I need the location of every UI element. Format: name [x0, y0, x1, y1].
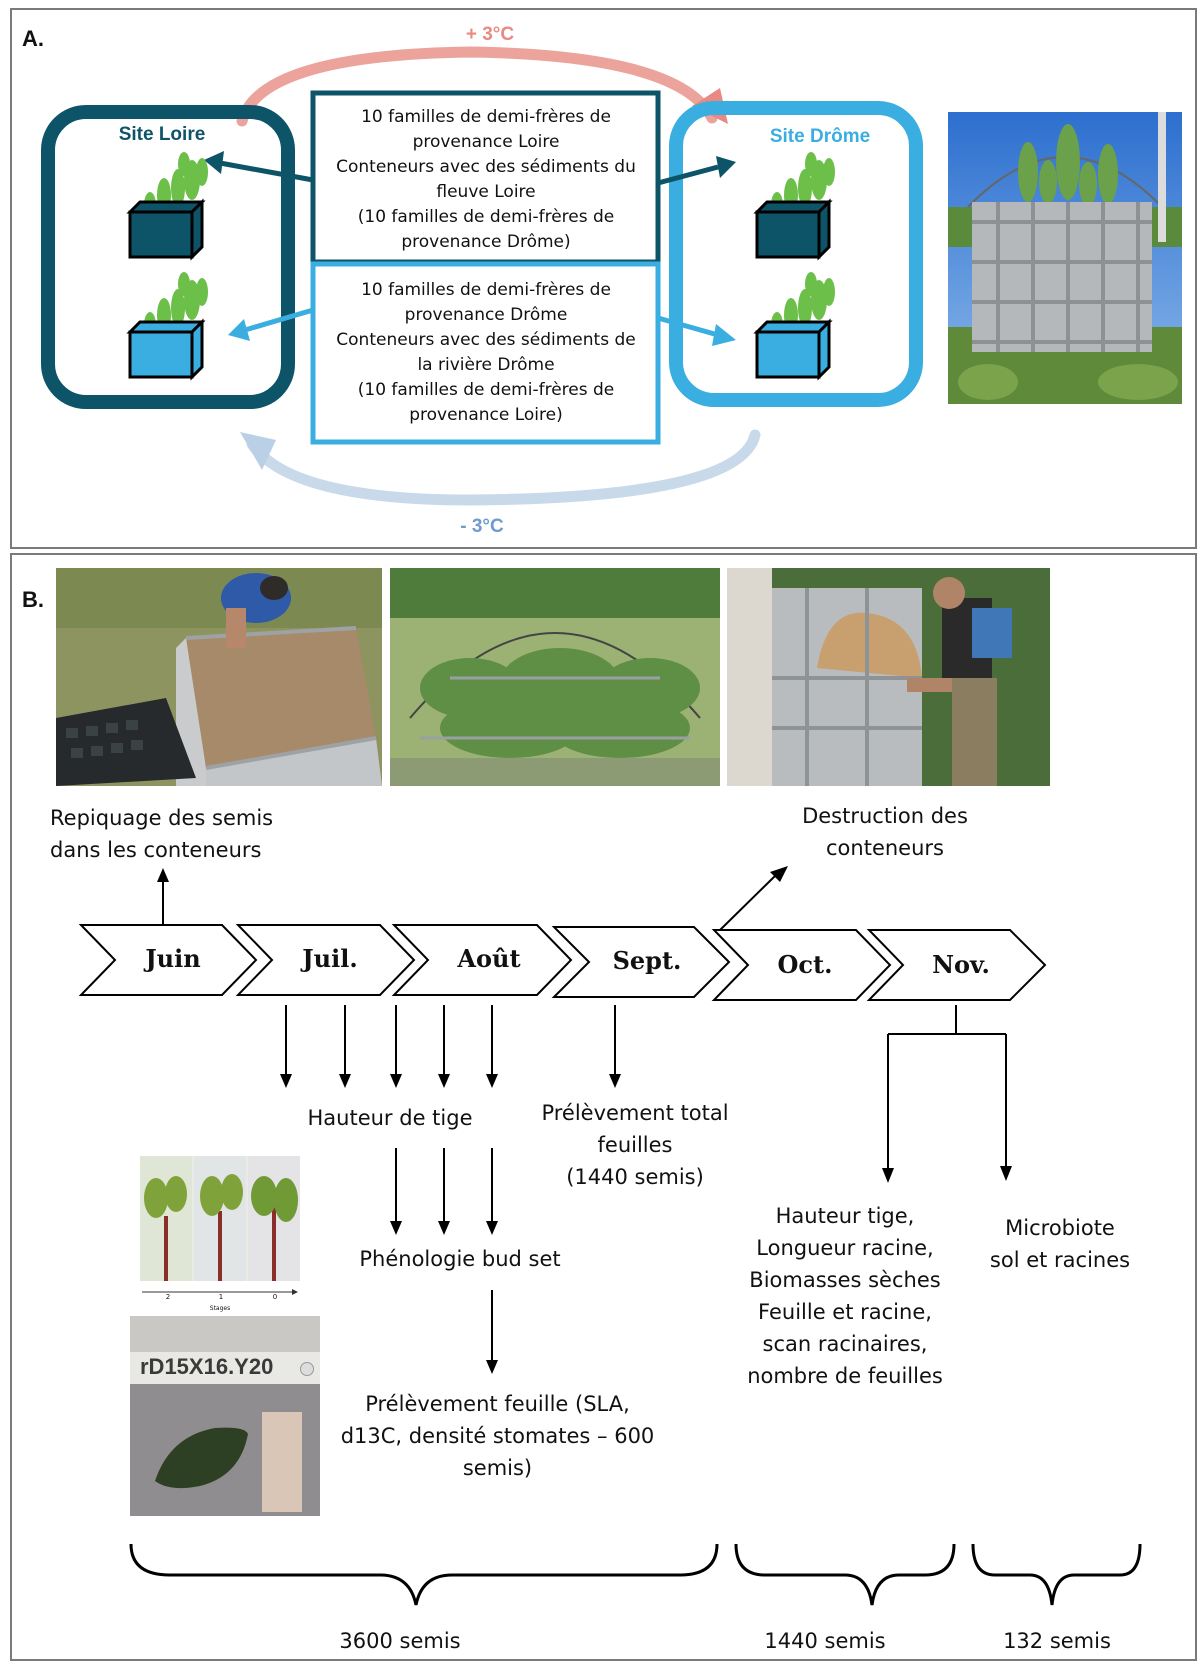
- microbiote-label: Microbiote sol et racines: [960, 1212, 1160, 1276]
- leaf-tag-label: rD15X16.Y20: [140, 1354, 274, 1379]
- text-line: Longueur racine,: [756, 1236, 934, 1260]
- leaf-sample-photo: rD15X16.Y20: [130, 1316, 320, 1516]
- drome-family-box: [310, 261, 661, 445]
- drome-arrow-right: [657, 315, 736, 346]
- panel-a-diagram: [41, 46, 923, 506]
- site-drome-frame: [669, 101, 923, 407]
- month-juin: Juin: [145, 944, 201, 973]
- stage-tick-2: 2: [165, 1293, 171, 1301]
- month-aout: Août: [457, 944, 521, 973]
- plant-icon: [144, 272, 208, 338]
- text-line: nombre de feuilles: [747, 1364, 943, 1388]
- container-loire-top: [126, 152, 208, 261]
- loire-arrow-left: [204, 151, 314, 183]
- warming-label: + 3°C: [465, 24, 515, 45]
- text-line: Repiquage des semis: [50, 806, 274, 830]
- text-line: Microbiote: [1005, 1216, 1115, 1240]
- text-line: sol et racines: [989, 1248, 1131, 1272]
- text-line: provenance Loire: [412, 132, 560, 152]
- seedlings-photo: [390, 568, 720, 786]
- text-line: provenance Loire): [409, 405, 563, 425]
- site-loire-label: Site Loire: [118, 124, 206, 145]
- month-juil: Juil.: [302, 944, 358, 973]
- text-line: Hauteur tige,: [775, 1204, 915, 1228]
- cooling-arc: [246, 429, 761, 506]
- tag-hole-icon: [300, 1362, 314, 1376]
- text-line: provenance Drôme: [404, 305, 568, 325]
- warming-arc: [236, 46, 718, 127]
- cooling-label: - 3°C: [460, 516, 504, 537]
- destruction-photo: [727, 568, 1050, 786]
- site-container-photo: [948, 112, 1182, 404]
- site-loire-frame: [41, 105, 295, 409]
- text-line: conteneurs: [826, 836, 944, 860]
- text-line: (1440 semis): [566, 1165, 704, 1189]
- text-line: d13C, densité stomates – 600: [340, 1424, 655, 1448]
- prelevement-feuille-label: Prélèvement feuille (SLA, d13C, densité …: [320, 1388, 675, 1484]
- text-line: feuilles: [597, 1133, 673, 1157]
- container-drome-bottom: [753, 272, 835, 381]
- container-loire-bottom: [126, 272, 208, 381]
- cooling-arrowhead: [240, 432, 276, 470]
- stage-tick-0: 0: [272, 1293, 278, 1301]
- text-line: 10 familles de demi-frères de: [361, 107, 611, 127]
- bud-set-stages-image: 2 1 0: [140, 1156, 300, 1306]
- text-line: fleuve Loire: [436, 182, 536, 202]
- text-line: 10 familles de demi-frères de: [361, 280, 611, 300]
- month-oct: Oct.: [777, 950, 833, 979]
- drome-arrow-left: [228, 307, 314, 341]
- phenologie-label: Phénologie bud set: [359, 1247, 561, 1271]
- drome-family-text: 10 familles de demi-frères de provenance…: [320, 278, 652, 428]
- stage-tick-1: 1: [218, 1293, 224, 1301]
- text-line: provenance Drôme): [401, 232, 571, 252]
- loire-family-box: [310, 90, 661, 265]
- repiquage-photo: [56, 568, 382, 786]
- loire-arrow-right: [657, 156, 736, 186]
- panel-a-label: A.: [22, 26, 44, 51]
- destruction-label: Destruction des conteneurs: [760, 800, 1010, 864]
- month-nov: Nov.: [932, 950, 990, 979]
- container-drome-top: [753, 152, 835, 261]
- loire-family-text: 10 familles de demi-frères de provenance…: [320, 105, 652, 255]
- repiquage-label: Repiquage des semis dans les conteneurs: [50, 802, 300, 866]
- text-line: scan racinaires,: [762, 1332, 928, 1356]
- total-1440: 1440 semis: [764, 1629, 886, 1653]
- text-line: Conteneurs avec des sédiments de: [336, 330, 636, 350]
- scale-ruler: [262, 1412, 302, 1512]
- stages-axis-label: Stages: [209, 1305, 231, 1312]
- prelevement-total-label: Prélèvement total feuilles (1440 semis): [520, 1097, 750, 1193]
- text-line: Prélèvement total: [541, 1101, 729, 1125]
- text-line: Destruction des: [802, 804, 968, 828]
- text-line: semis): [462, 1456, 533, 1480]
- text-line: dans les conteneurs: [50, 838, 262, 862]
- site-drome-label: Site Drôme: [769, 126, 871, 147]
- text-line: (10 familles de demi-frères de: [357, 380, 615, 400]
- total-3600: 3600 semis: [339, 1629, 461, 1653]
- panel-b-label: B.: [22, 587, 44, 612]
- text-line: (10 familles de demi-frères de: [357, 207, 615, 227]
- text-line: Conteneurs avec des sédiments du: [336, 157, 636, 177]
- mesures-finales-label: Hauteur tige, Longueur racine, Biomasses…: [725, 1200, 965, 1392]
- text-line: Feuille et racine,: [758, 1300, 932, 1324]
- month-sept: Sept.: [612, 946, 682, 975]
- total-132: 132 semis: [1003, 1629, 1111, 1653]
- text-line: Prélèvement feuille (SLA,: [365, 1392, 630, 1416]
- text-line: Biomasses sèches: [749, 1268, 941, 1292]
- hauteur-tige-label: Hauteur de tige: [307, 1106, 473, 1130]
- text-line: la rivière Drôme: [417, 355, 555, 375]
